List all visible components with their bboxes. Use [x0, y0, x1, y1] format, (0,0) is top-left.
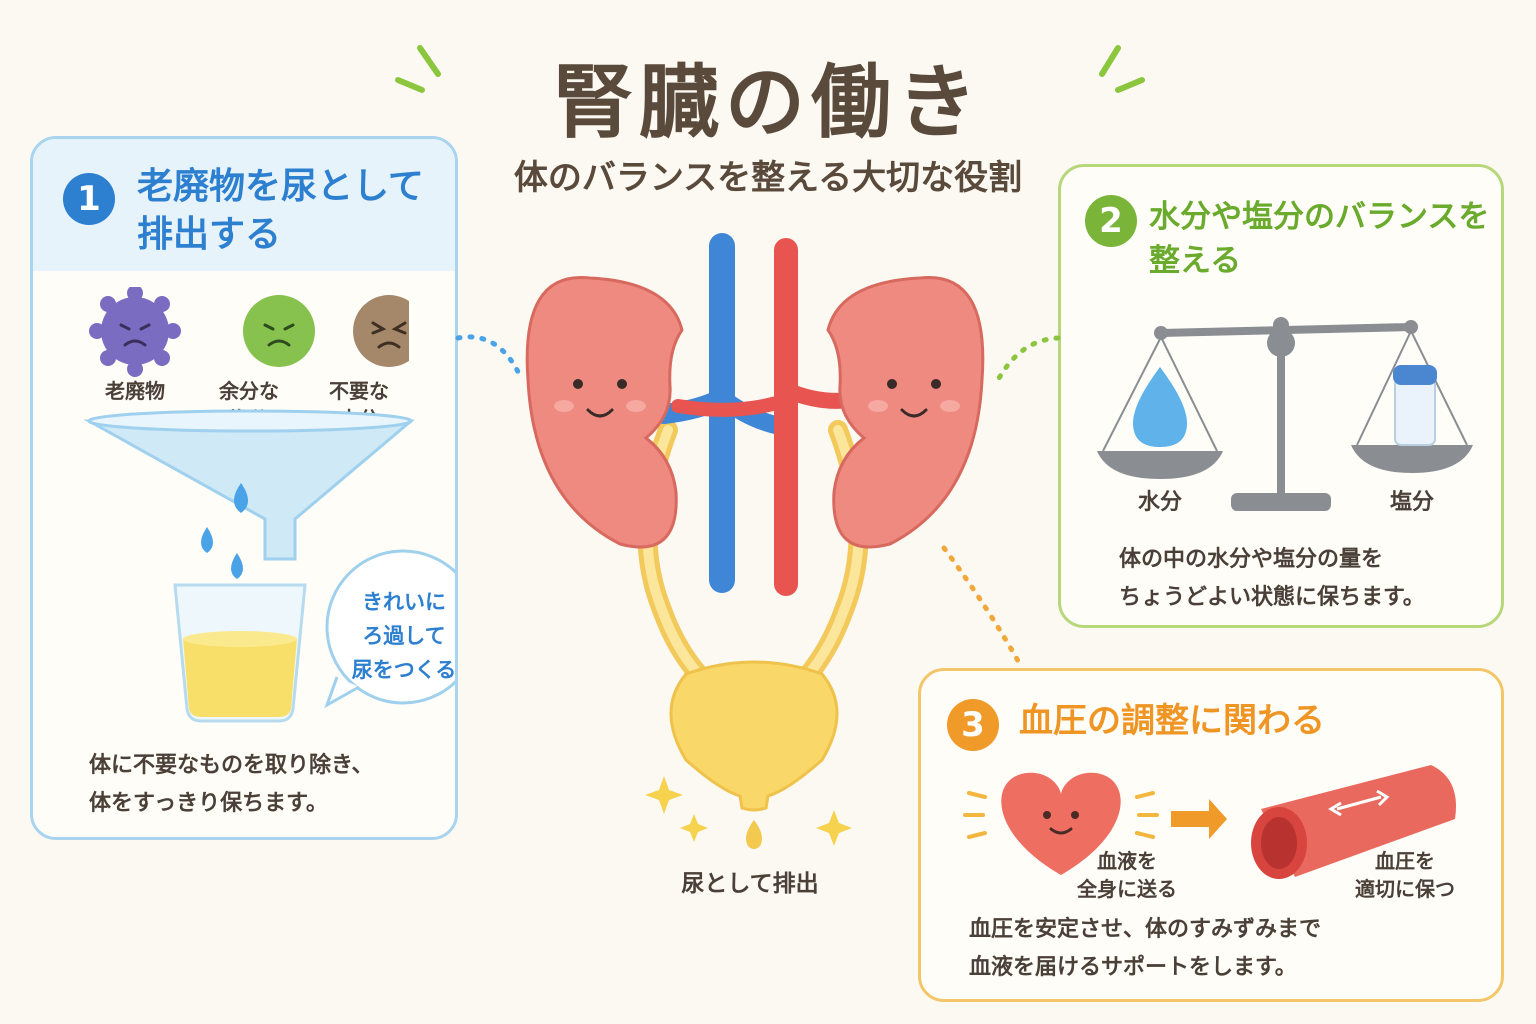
water-face-icon: [353, 295, 409, 367]
waste-germ-icon: [89, 287, 181, 377]
kidney-illustration: [455, 233, 1061, 849]
funnel-icon: [83, 409, 416, 561]
urine-excretion-caption: 尿として排出: [681, 871, 819, 897]
card2-body-line1: 体の中の水分や塩分の量を: [1119, 547, 1384, 572]
title-sparkles: [395, 45, 1145, 93]
card-blood-pressure: 3 血圧の調整に関わる 血液を 全身に送る 血圧を 適切に保つ 血圧を安定させ、…: [918, 668, 1504, 1002]
card3-body-line2: 血液を届けるサポートをします。: [969, 955, 1297, 980]
arrow-right-icon: [1171, 799, 1227, 839]
water-drops-icon: [201, 483, 248, 579]
speech-bubble: [324, 549, 455, 709]
salt-label-line1: 余分な: [219, 379, 279, 403]
page-subtitle: 体のバランスを整える大切な役割: [513, 158, 1023, 198]
left-kidney-icon: [525, 275, 684, 549]
card1-number-badge: 1: [63, 173, 115, 225]
balance-scale-icon: [1097, 317, 1473, 511]
card-waste-excretion: 1 老廃物を尿として 排出する 老廃物 余分な 塩分 不要な 水分: [30, 136, 458, 840]
connector-card1: [455, 334, 525, 383]
salt-face-icon: [243, 295, 315, 367]
page-title: 腎臓の働き: [553, 56, 983, 149]
heart-caption-line1: 血液を: [1097, 849, 1157, 873]
card3-heading: 血圧の調整に関わる: [1019, 701, 1325, 741]
water-drop-icon: [1133, 367, 1187, 447]
water-scale-label: 水分: [1137, 490, 1182, 515]
heart-icon: [1001, 772, 1121, 875]
vessel-caption-line1: 血圧を: [1375, 849, 1435, 873]
bubble-line2: ろ過して: [362, 624, 446, 648]
card2-body-line2: ちょうどよい状態に保ちます。: [1119, 585, 1425, 610]
connector-card3: [941, 545, 1025, 671]
card2-heading-line1: 水分や塩分のバランスを: [1149, 199, 1490, 235]
salt-shaker-icon: [1393, 365, 1437, 446]
waste-label: 老廃物: [105, 379, 165, 403]
card1-body-line2: 体をすっきり保ちます。: [89, 791, 328, 816]
card1-heading-line2: 排出する: [137, 214, 282, 255]
urine-drop-icon: [746, 820, 762, 849]
card3-body-line1: 血圧を安定させ、体のすみずみまで: [969, 917, 1322, 942]
card1-body-line1: 体に不要なものを取り除き、: [89, 753, 374, 778]
right-kidney-icon: [826, 275, 985, 549]
glass-icon: [173, 583, 307, 723]
card-water-salt-balance: 2 水分や塩分のバランスを 整える 水分 塩分 体の中の水分や塩分の量を ちょう…: [1058, 164, 1504, 628]
waste-icons: [89, 287, 409, 377]
heart-caption-line2: 全身に送る: [1077, 877, 1177, 901]
connector-card2: [995, 335, 1061, 383]
bubble-line1: きれいに: [362, 590, 446, 614]
salt-scale-label: 塩分: [1389, 490, 1434, 515]
filter-illustration: [83, 409, 416, 723]
card1-heading-line1: 老廃物を尿として: [137, 166, 424, 207]
vessel-caption-line2: 適切に保つ: [1355, 877, 1455, 901]
water-label-line1: 不要な: [329, 379, 389, 403]
card3-number-badge: 3: [947, 699, 999, 751]
card2-heading-line2: 整える: [1149, 243, 1242, 279]
blood-vessel-icon: [1251, 765, 1456, 879]
bubble-line3: 尿をつくる: [351, 658, 457, 682]
card2-number-badge: 2: [1085, 195, 1137, 247]
blood-flow-illustration: [963, 765, 1456, 879]
sparkle-icons: [645, 776, 852, 846]
bladder-icon: [669, 660, 839, 812]
